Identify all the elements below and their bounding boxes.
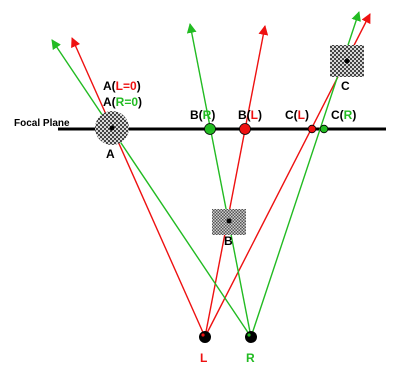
intersection-b-left bbox=[239, 123, 251, 135]
label-eye-right: R bbox=[246, 351, 255, 365]
label-b-left: B(L) bbox=[238, 108, 262, 122]
label-c-right: C(R) bbox=[331, 108, 356, 122]
ray-right-to-a bbox=[51, 39, 252, 338]
label-b: B bbox=[224, 234, 233, 248]
intersection-c-right bbox=[319, 124, 329, 134]
label-a: A bbox=[106, 147, 115, 161]
object-c bbox=[330, 45, 364, 77]
label-a-right: A(R=0) bbox=[103, 95, 142, 109]
object-a bbox=[95, 111, 129, 145]
intersection-b-right bbox=[204, 123, 216, 135]
label-c-left: C(L) bbox=[285, 108, 309, 122]
label-b-right: B(R) bbox=[190, 108, 215, 122]
intersection-c-left bbox=[307, 124, 317, 134]
label-eye-left: L bbox=[200, 351, 207, 365]
right-eye-rays bbox=[51, 11, 361, 338]
ray-left-to-b bbox=[204, 25, 269, 338]
label-c: C bbox=[341, 79, 350, 93]
ray-right-to-b bbox=[186, 23, 252, 338]
focal-plane-label: Focal Plane bbox=[14, 118, 70, 129]
right-eye bbox=[245, 331, 257, 343]
left-eye bbox=[199, 331, 211, 343]
ray-left-to-a bbox=[71, 37, 206, 338]
left-eye-rays bbox=[71, 13, 371, 338]
object-b bbox=[212, 209, 246, 235]
label-a-left: A(L=0) bbox=[103, 79, 141, 93]
